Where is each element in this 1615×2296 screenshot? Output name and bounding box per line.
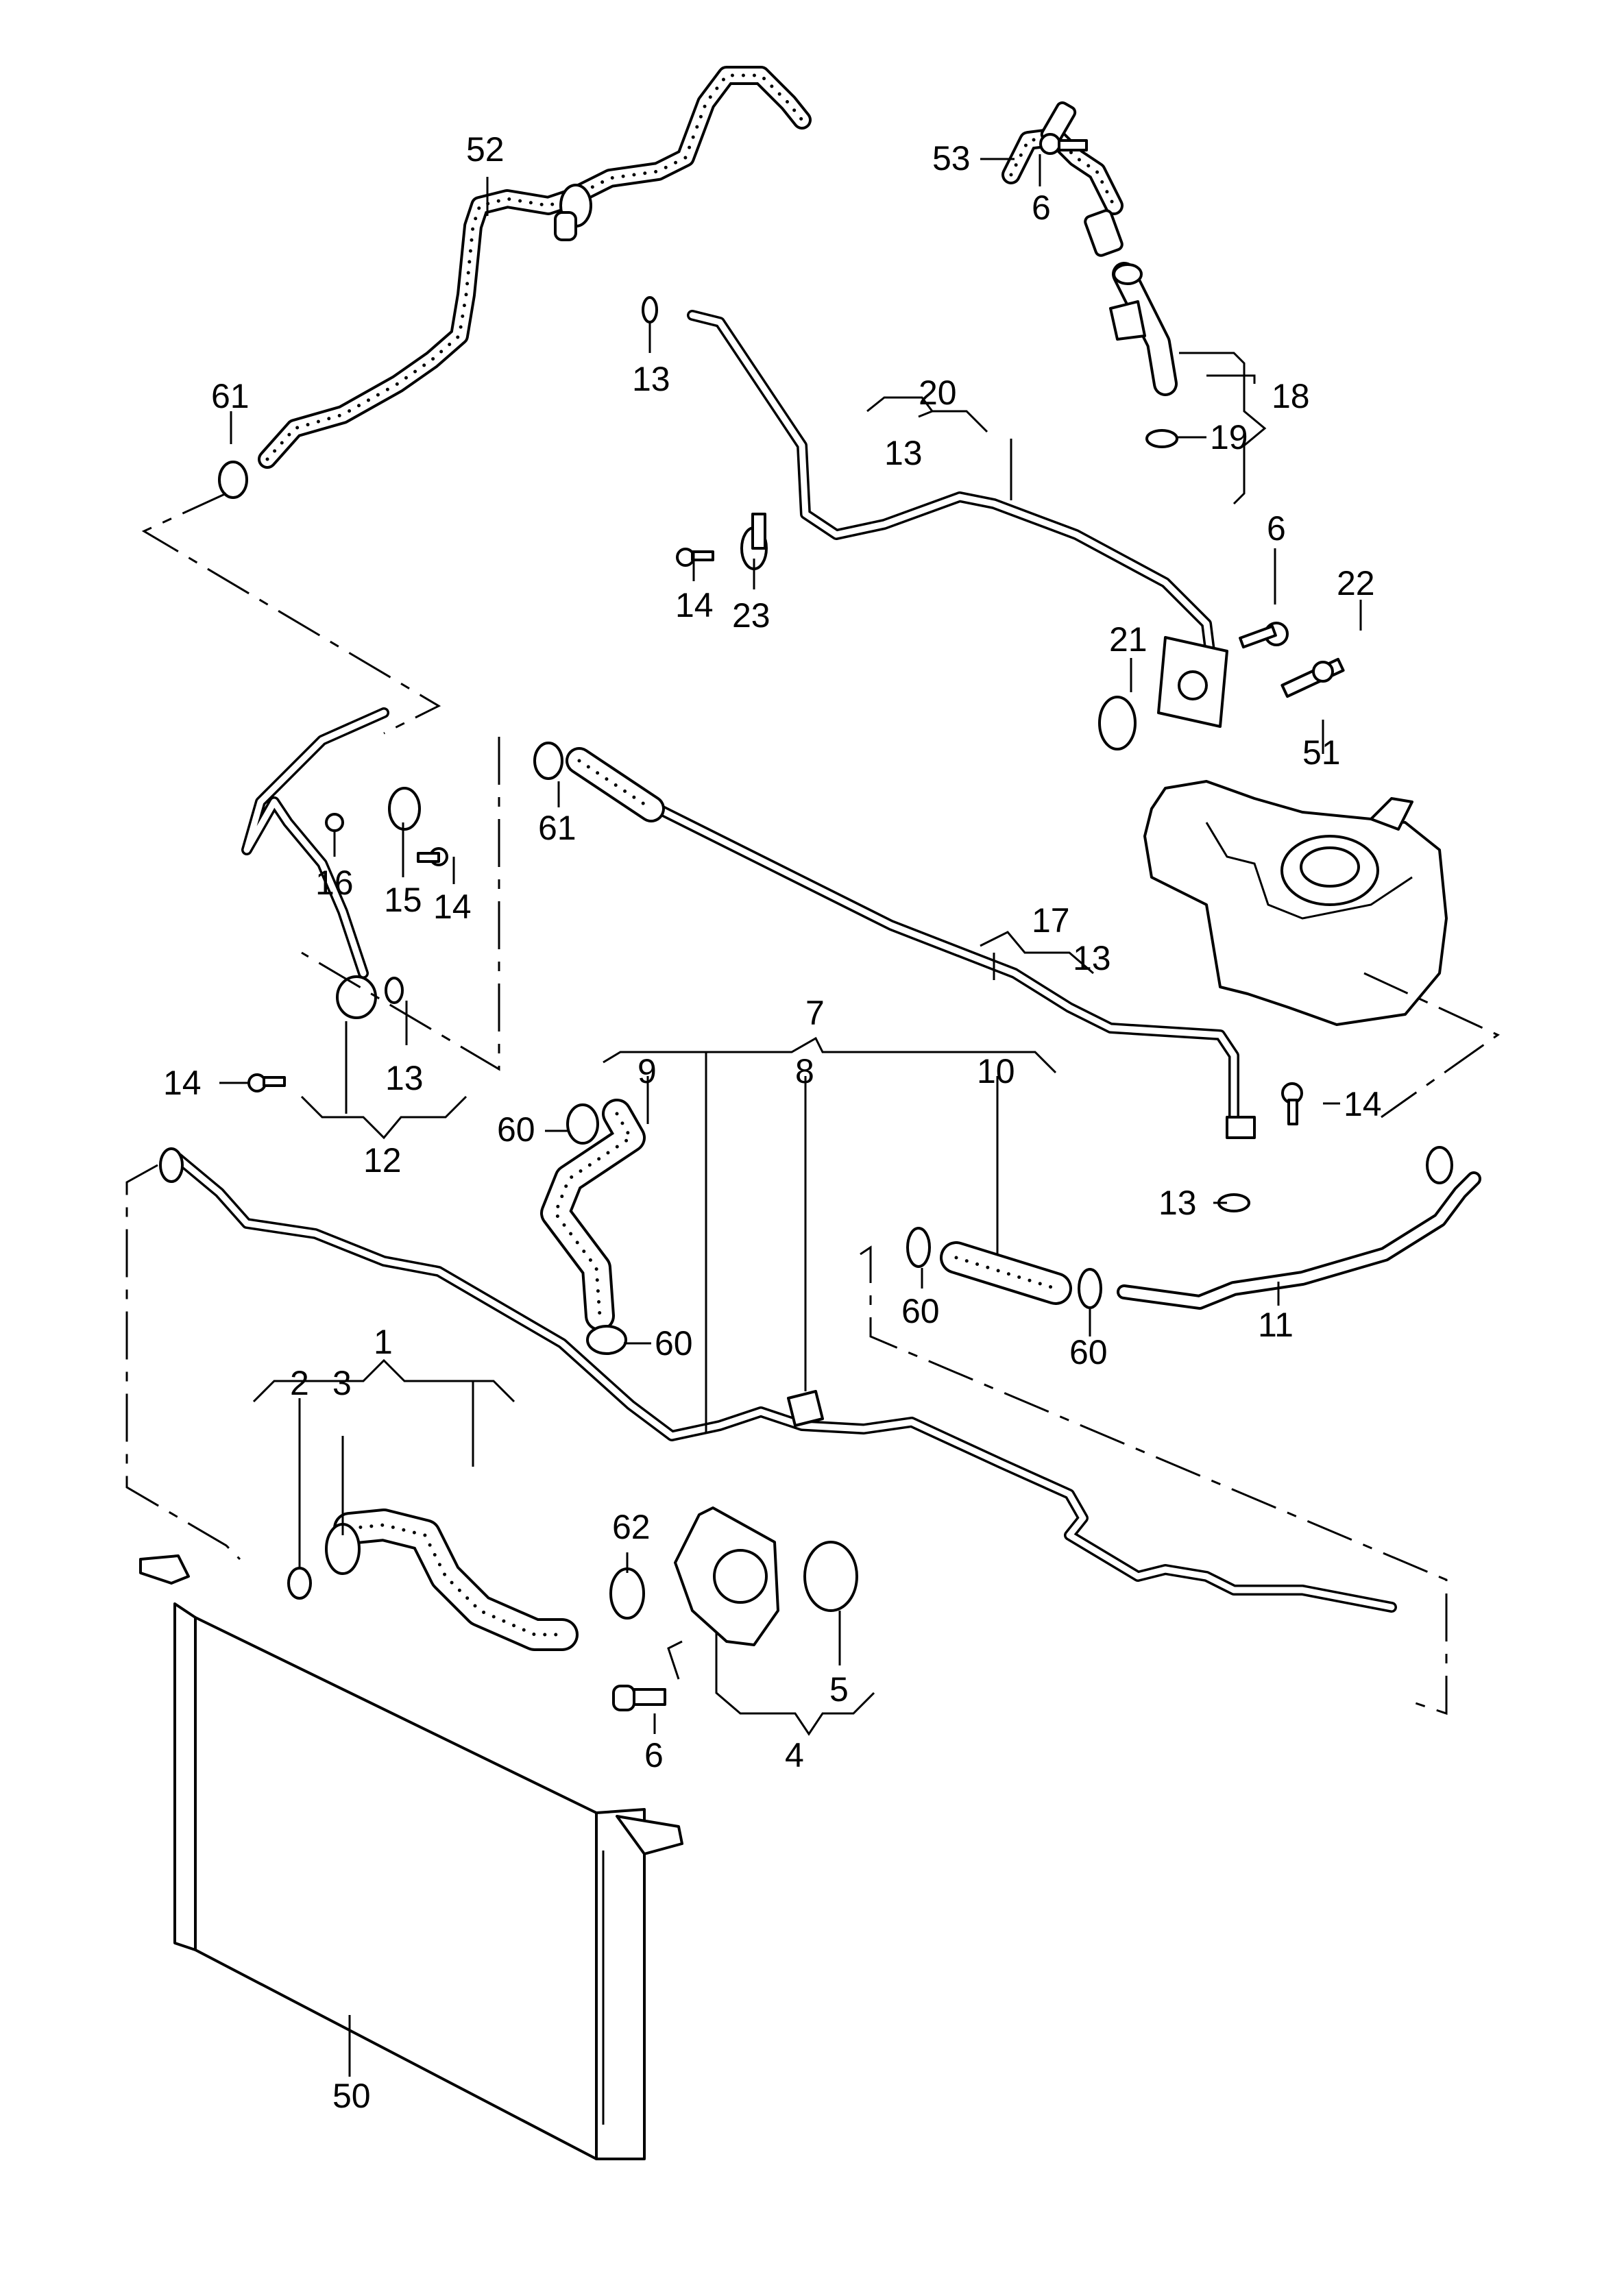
callout-51[interactable]: 51 [1302, 733, 1341, 772]
callout-53[interactable]: 53 [932, 139, 971, 178]
callout-13[interactable]: 13 [385, 1059, 424, 1097]
callout-60[interactable]: 60 [655, 1324, 693, 1363]
callout-9[interactable]: 9 [638, 1052, 657, 1090]
part-62-hose-clamp[interactable] [609, 1567, 645, 1620]
part-6-bolt-b[interactable] [1239, 622, 1289, 649]
part-61-hose-clamp-b[interactable] [533, 742, 563, 780]
part-18-connector-pipe[interactable] [1109, 262, 1178, 396]
part-13-o-ring-a[interactable] [642, 296, 658, 323]
part-15-pipe-clip[interactable] [388, 787, 421, 831]
part-60-hose-clamp-a[interactable] [566, 1103, 599, 1145]
callout-14[interactable]: 14 [433, 888, 472, 926]
part-22-stud-bolt[interactable] [1280, 657, 1345, 698]
callout-3[interactable]: 3 [332, 1364, 352, 1402]
callout-14[interactable]: 14 [163, 1064, 202, 1102]
part-12-coolant-pipe[interactable] [241, 707, 389, 1019]
part-21-seal-ring[interactable] [1098, 696, 1137, 750]
part-60-hose-clamp-d[interactable] [1078, 1268, 1102, 1309]
part-14-screw-d[interactable] [247, 1073, 286, 1092]
callout-20[interactable]: 20 [919, 374, 957, 412]
callout-10[interactable]: 10 [977, 1052, 1015, 1090]
callout-13[interactable]: 13 [1073, 939, 1111, 977]
part-10-coolant-hose[interactable] [940, 1241, 1072, 1305]
part-23-pipe-clip[interactable] [740, 513, 768, 570]
callout-22[interactable]: 22 [1337, 564, 1375, 602]
callout-15[interactable]: 15 [384, 881, 422, 919]
callout-14[interactable]: 14 [1344, 1085, 1382, 1123]
part-60-hose-clamp-b[interactable] [586, 1325, 627, 1355]
part-5-seal[interactable] [803, 1541, 858, 1612]
part-hose-upper-segment[interactable] [566, 747, 665, 822]
part-61-hose-clamp-a[interactable] [218, 461, 248, 499]
callout-17[interactable]: 17 [1032, 901, 1070, 940]
callout-4[interactable]: 4 [785, 1736, 804, 1774]
callout-5[interactable]: 5 [829, 1670, 849, 1709]
callout-13[interactable]: 13 [632, 360, 670, 398]
part-8-retaining-clip[interactable] [787, 1390, 824, 1427]
part-52-coolant-hose[interactable] [258, 66, 812, 469]
part-14-screw-b[interactable] [417, 847, 448, 866]
callout-23[interactable]: 23 [732, 596, 770, 635]
part-17-coolant-pipe[interactable] [653, 803, 1256, 1139]
callout-60[interactable]: 60 [497, 1110, 535, 1149]
callout-labels: 52 53 61 13 6 18 19 20 13 14 23 6 22 21 … [163, 130, 1382, 2115]
part-11-coolant-pipe[interactable] [1117, 1146, 1481, 1310]
callout-21[interactable]: 21 [1109, 620, 1148, 659]
part-60-hose-clamp-c[interactable] [906, 1227, 931, 1268]
callout-61[interactable]: 61 [211, 377, 250, 415]
callout-50[interactable]: 50 [332, 2077, 371, 2115]
callout-60[interactable]: 60 [901, 1292, 940, 1330]
part-20-coolant-pipe[interactable] [687, 310, 1228, 728]
part-14-screw-c[interactable] [1281, 1082, 1303, 1125]
part-19-o-ring[interactable] [1145, 429, 1178, 448]
part-2-o-ring[interactable] [287, 1567, 312, 1600]
callout-6[interactable]: 6 [644, 1736, 664, 1774]
callout-14[interactable]: 14 [675, 586, 714, 624]
callout-13[interactable]: 13 [1158, 1184, 1197, 1222]
part-1-coolant-hose[interactable] [333, 1509, 579, 1651]
part-6-bolt-a[interactable] [1039, 133, 1088, 155]
callout-1[interactable]: 1 [374, 1323, 393, 1361]
part-9-coolant-hose[interactable] [540, 1099, 646, 1331]
callout-11[interactable]: 11 [1258, 1306, 1294, 1344]
part-4-connection-flange[interactable] [674, 1506, 779, 1646]
callout-7[interactable]: 7 [805, 994, 825, 1032]
callout-52[interactable]: 52 [466, 130, 505, 169]
part-51-expansion-tank[interactable] [1143, 780, 1448, 1026]
part-50-radiator[interactable] [139, 1554, 683, 2160]
callout-16[interactable]: 16 [315, 864, 354, 902]
callout-12[interactable]: 12 [363, 1141, 402, 1180]
callout-6[interactable]: 6 [1032, 188, 1051, 227]
callout-6[interactable]: 6 [1267, 509, 1286, 548]
callout-19[interactable]: 19 [1210, 418, 1248, 456]
callout-18[interactable]: 18 [1272, 377, 1310, 415]
callout-61[interactable]: 61 [538, 809, 576, 847]
callout-62[interactable]: 62 [612, 1508, 651, 1546]
leader-lines [219, 154, 1362, 2077]
callout-2[interactable]: 2 [290, 1364, 309, 1402]
callout-8[interactable]: 8 [795, 1052, 814, 1090]
part-13-o-ring-d[interactable] [385, 977, 404, 1004]
callout-60[interactable]: 60 [1069, 1333, 1108, 1371]
part-6-bolt-c[interactable] [612, 1685, 666, 1711]
assembly-dash-lines [125, 492, 1500, 1715]
part-14-screw-a[interactable] [676, 548, 714, 567]
callout-13[interactable]: 13 [884, 434, 923, 472]
part-53-vent-hose[interactable] [1001, 101, 1124, 257]
part-7-coolant-pipe[interactable] [159, 1147, 1397, 1613]
part-16-nut[interactable] [325, 813, 344, 832]
